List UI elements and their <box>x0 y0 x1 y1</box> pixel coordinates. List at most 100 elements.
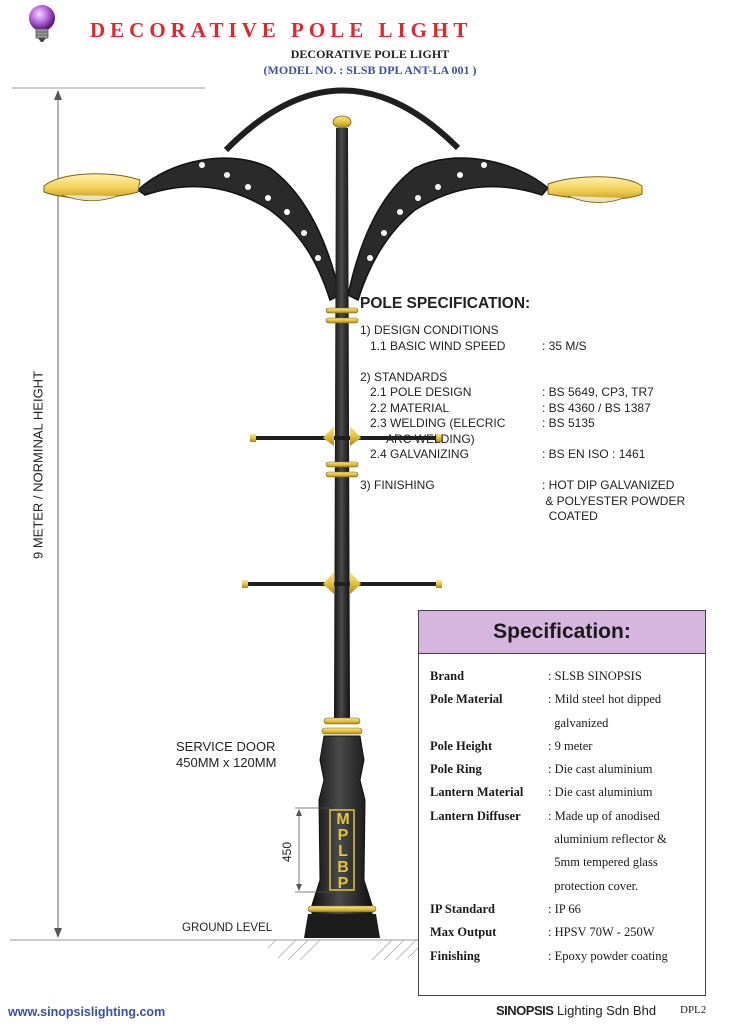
spec-value: : 9 meter <box>548 738 593 753</box>
company-suffix: Lighting Sdn Bhd <box>553 1003 657 1018</box>
pole-spec-label: 2.1 POLE DESIGN <box>360 385 472 399</box>
pole-rings <box>325 307 359 478</box>
spec-row: Brand : SLSB SINOPSIS <box>430 665 705 688</box>
pole-spec-value: : 35 M/S <box>542 338 587 353</box>
base-letter: B <box>337 859 349 876</box>
spec-value: : SLSB SINOPSIS <box>548 669 642 683</box>
ground-hatching <box>262 939 421 961</box>
specification-box: Specification: Brand : SLSB SINOPSIS Pole … <box>418 610 706 996</box>
height-label: 9 METER / NORMINAL HEIGHT <box>30 370 46 560</box>
spec-value: : Made up of anodised <box>548 808 660 823</box>
spec-key: Max Output <box>430 925 497 940</box>
height-dimension-line <box>10 87 262 941</box>
pole-spec-line: 2.2 MATERIAL : BS 4360 / BS 1387 <box>360 401 720 417</box>
spec-row: Pole Height : 9 meter <box>430 735 705 758</box>
spec-value: galvanized <box>548 715 609 730</box>
spec-value: : Mild steel hot dipped <box>548 692 662 707</box>
banner-arm-lower <box>242 572 442 594</box>
pole-spec-line: 2.3 WELDING (ELECRIC : BS 5135 <box>360 416 720 432</box>
spec-value: : Die cast aluminium <box>548 785 653 800</box>
pole-spec-value: : BS EN ISO : 1461 <box>542 447 646 461</box>
spec-value: : Die cast aluminium <box>548 762 653 777</box>
pole-spec-heading: POLE SPECIFICATION: <box>360 295 531 312</box>
pole-spec-line: 2) STANDARDS <box>360 370 720 386</box>
spec-value: 5mm tempered glass <box>548 855 658 870</box>
pole-spec-line: 2.1 POLE DESIGN : BS 5649, CP3, TR7 <box>360 385 720 401</box>
banner-arm-upper <box>250 426 442 446</box>
base-letter: M <box>336 811 350 828</box>
pole-spec-line: COATED <box>360 509 720 525</box>
pole-spec-line <box>360 463 720 479</box>
pole-spec-value: : BS 5649, CP3, TR7 <box>542 385 654 399</box>
service-door-dimension <box>295 807 330 893</box>
specification-table: Brand : SLSB SINOPSIS Pole Material : Mild … <box>430 665 705 968</box>
spec-row: Lantern Material : Die cast aluminium <box>430 781 705 804</box>
spec-key: Pole Material <box>430 692 503 707</box>
pole-specification: POLE SPECIFICATION: 1) DESIGN CONDITIONS… <box>360 295 720 525</box>
base-letter: L <box>338 843 348 860</box>
pole-spec-label: 1) DESIGN CONDITIONS <box>360 323 499 337</box>
spec-key: IP Standard <box>430 901 495 916</box>
pole-spec-line: 1.1 BASIC WIND SPEED : 35 M/S <box>360 339 720 355</box>
pole-spec-label: ARC WELDING) <box>360 431 475 446</box>
spec-key: Finishing <box>430 948 481 963</box>
pole-spec-label: 2.3 WELDING (ELECRIC <box>360 416 506 430</box>
page-title: DECORATIVE POLE LIGHT <box>90 18 473 42</box>
pole-spec-label: 1.1 BASIC WIND SPEED <box>360 338 506 353</box>
right-lantern <box>547 176 643 203</box>
spec-row: aluminium reflector & <box>430 828 705 851</box>
company-name: SINOPSIS Lighting Sdn Bhd <box>496 1003 656 1018</box>
spec-value: : IP 66 <box>548 901 581 916</box>
left-lantern <box>43 173 141 202</box>
pole-spec-lines: 1) DESIGN CONDITIONS 1.1 BASIC WIND SPEE… <box>360 323 720 525</box>
pole-spec-value: COATED <box>542 509 598 523</box>
base-letter: P <box>337 827 349 844</box>
top-arch <box>223 87 461 153</box>
pole-spec-line: & POLYESTER POWDER <box>360 494 720 510</box>
base-letter: P <box>337 875 349 892</box>
spec-key: Pole Ring <box>430 762 482 777</box>
spec-row: Pole Material : Mild steel hot dipped <box>430 688 705 711</box>
spec-key: Pole Height <box>430 738 493 753</box>
website-url: www.sinopsislighting.com <box>8 1005 166 1019</box>
left-arm <box>136 157 341 302</box>
spec-value: : HPSV 70W - 250W <box>548 925 655 940</box>
pole-spec-line: 2.4 GALVANIZING: BS EN ISO : 1461 <box>360 447 720 463</box>
pole-spec-value: : HOT DIP GALVANIZED <box>542 478 675 492</box>
spec-key: Brand <box>430 669 465 683</box>
pole-spec-value: : BS 5135 <box>542 416 595 430</box>
service-door-title: SERVICE DOOR <box>176 739 276 754</box>
right-arm <box>347 157 550 302</box>
spec-value: : Epoxy powder coating <box>548 948 668 963</box>
pole-shaft <box>334 128 350 720</box>
model-number: (MODEL NO. : SLSB DPL ANT-LA 001 ) <box>263 63 477 77</box>
spec-row: Pole Ring : Die cast aluminium <box>430 758 705 781</box>
ground-level-label: GROUND LEVEL <box>182 922 273 934</box>
spec-key: Lantern Material <box>430 785 524 800</box>
pole-spec-line <box>360 354 720 370</box>
spec-row: Lantern Diffuser : Made up of anodised <box>430 805 705 828</box>
pole-spec-line: 3) FINISHING : HOT DIP GALVANIZED <box>360 478 720 494</box>
spec-row: protection cover. <box>430 875 705 898</box>
pole-spec-line: 1) DESIGN CONDITIONS <box>360 323 720 339</box>
spec-key: Lantern Diffuser <box>430 808 521 823</box>
pole-spec-label: 2) STANDARDS <box>360 369 448 384</box>
dimension-value: 450 <box>280 841 294 863</box>
brand-name: SINOPSIS <box>496 1003 554 1018</box>
pole-spec-line: ARC WELDING) <box>360 432 720 448</box>
service-door-label: SERVICE DOOR 450MM x 120MM <box>176 739 276 771</box>
drawing-code: DPL2 <box>680 1004 707 1016</box>
spec-row: Max Output : HPSV 70W - 250W <box>430 921 705 944</box>
pole-finial <box>332 115 352 129</box>
pole-spec-label: 2.2 MATERIAL <box>360 400 450 415</box>
drawing-title: DECORATIVE POLE LIGHT <box>290 47 450 61</box>
spec-row: 5mm tempered glass <box>430 851 705 874</box>
spec-row: IP Standard : IP 66 <box>430 898 705 921</box>
specification-heading: Specification: <box>419 611 705 654</box>
bulb-logo-icon <box>24 2 60 46</box>
spec-value: protection cover. <box>548 878 639 893</box>
pole-spec-label: 3) FINISHING <box>360 478 435 492</box>
pole-spec-value: : BS 4360 / BS 1387 <box>542 400 651 415</box>
